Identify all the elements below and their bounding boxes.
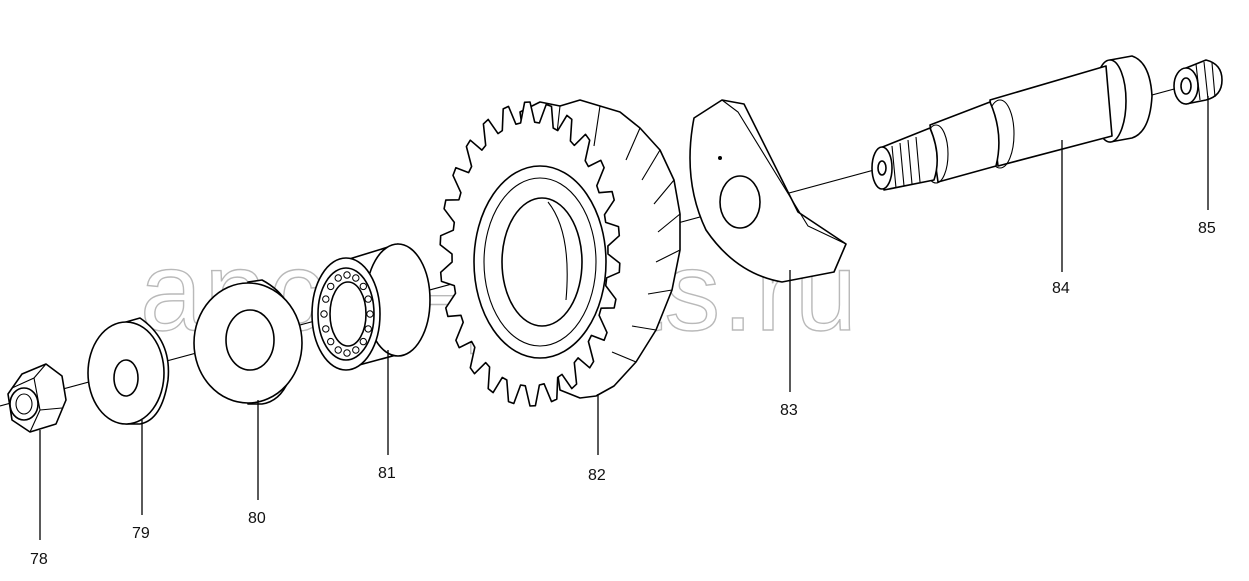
bearing-roller: [327, 337, 335, 346]
threaded-plug-icon: [1173, 59, 1223, 105]
bearing-roller: [359, 282, 367, 291]
bearing-roller: [327, 282, 335, 291]
hex-nut-icon: [7, 363, 67, 433]
bearing-roller: [352, 274, 360, 282]
bearing-roller: [364, 325, 372, 333]
roller-bearing-icon: [311, 243, 431, 371]
bearing-roller: [334, 274, 342, 282]
bearing-roller: [343, 349, 351, 357]
bearing-roller: [352, 346, 360, 354]
callout-78: 78: [30, 551, 48, 568]
bearing-roller: [322, 325, 330, 333]
bearing-roller: [320, 310, 328, 318]
callout-80: 80: [248, 510, 266, 527]
callout-82: 82: [588, 467, 606, 484]
bearing-roller: [322, 295, 330, 303]
leader-lines: [39, 96, 1209, 540]
bearing-roller: [364, 295, 372, 303]
callout-85: 85: [1198, 220, 1216, 237]
flat-washer-icon: [193, 279, 303, 405]
bearing-roller: [359, 337, 367, 346]
spur-gear-icon: [439, 99, 681, 407]
callout-83: 83: [780, 402, 798, 419]
bearing-roller: [343, 271, 351, 279]
shaft-icon: [871, 55, 1153, 191]
callout-81: 81: [378, 465, 396, 482]
callout-79: 79: [132, 525, 150, 542]
bracket-plate-icon: [689, 99, 847, 283]
bearing-roller: [366, 310, 374, 318]
bearing-rollers: [320, 271, 374, 357]
thick-washer-icon: [87, 317, 170, 425]
bearing-roller: [334, 346, 342, 354]
callout-84: 84: [1052, 280, 1070, 297]
